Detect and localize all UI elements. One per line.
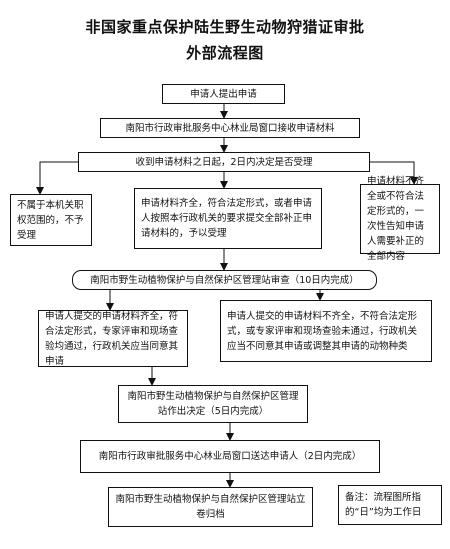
node-pass: 申请人提交的申请材料齐全，符合法定形式，专家评审和现场查验均通过，行政机关应当同… <box>38 310 188 367</box>
node-accept: 申请材料齐全，符合法定形式，或者申请人按照本行政机关的要求提交全部补正申请材料的… <box>134 188 322 249</box>
node-deliver: 南阳市行政审批服务中心林业局窗口送达申请人（2日内完成） <box>80 440 380 473</box>
arrow-decide-reject <box>36 161 78 195</box>
node-review: 南阳市野生动植物保护与自然保护区管理站审查（10日内完成） <box>72 270 377 290</box>
node-apply: 申请人提出申请 <box>162 84 285 104</box>
node-receive: 南阳市行政审批服务中心林业局窗口接收申请材料 <box>100 118 360 138</box>
node-note: 备注：流程图所指的“日”均为工作日 <box>338 485 442 525</box>
arrow-decide-incomplete <box>370 161 418 185</box>
node-reject-scope: 不属于本机关职权范围的，不予受理 <box>10 194 92 246</box>
diagram-title: 非国家重点保护陆生野生动物狩猎证审批 <box>85 18 365 36</box>
diagram-subtitle: 外部流程图 <box>186 44 264 62</box>
node-decide: 收到申请材料之日起，2日内决定是否受理 <box>78 152 370 172</box>
node-incomplete: 申请材料不齐全或不符合法定形式的，一次性告知申请人需要补正的全部内容 <box>360 176 440 262</box>
node-fail: 申请人提交的申请材料不齐全，不符合法定形式，或专家评审和现场查验未通过，行政机关… <box>220 300 432 362</box>
node-archive: 南阳市野生动植物保护与自然保护区管理站立卷归档 <box>108 487 313 527</box>
node-decision: 南阳市野生动植物保护与自然保护区管理站作出决定（5日内完成） <box>118 385 308 423</box>
